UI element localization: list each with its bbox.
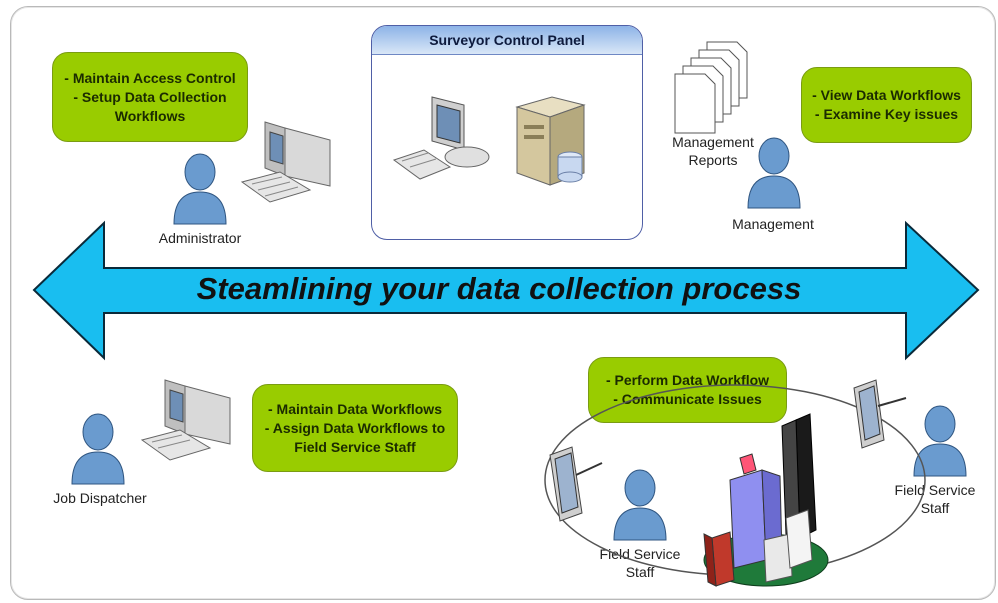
person-icon bbox=[747, 137, 801, 209]
panel-title: Surveyor Control Panel bbox=[372, 26, 642, 55]
callout-dispatcher: - Maintain Data Workflows - Assign Data … bbox=[252, 384, 458, 472]
callout-line: - Maintain Data Workflows bbox=[268, 400, 442, 417]
desktop-computer-icon bbox=[140, 379, 231, 461]
person-icon bbox=[613, 469, 667, 541]
label-management-reports: Management Reports bbox=[658, 133, 768, 169]
label-administrator: Administrator bbox=[158, 230, 242, 246]
callout-management: - View Data Workflows - Examine Key issu… bbox=[801, 67, 972, 143]
document-stack-icon bbox=[674, 41, 748, 134]
callout-line: Workflows bbox=[114, 107, 186, 124]
city-buildings-icon bbox=[703, 413, 829, 587]
callout-line: - Maintain Access Control bbox=[64, 69, 236, 86]
callout-line: - Assign Data Workflows to bbox=[264, 419, 446, 436]
callout-line: - Perform Data Workflow bbox=[605, 372, 770, 388]
callout-line: - Setup Data Collection bbox=[73, 88, 227, 105]
callout-line: Field Service Staff bbox=[294, 438, 416, 455]
callout-line: - Examine Key issues bbox=[814, 106, 959, 122]
label-management: Management bbox=[732, 216, 814, 232]
surveyor-control-panel: Surveyor Control Panel bbox=[371, 25, 643, 240]
callout-line: - View Data Workflows bbox=[812, 87, 961, 103]
person-icon bbox=[71, 413, 125, 485]
label-line: Reports bbox=[688, 152, 738, 168]
label-line: Staff bbox=[920, 500, 950, 516]
server-icon bbox=[515, 96, 586, 186]
person-icon bbox=[173, 153, 227, 225]
label-line: Staff bbox=[625, 564, 655, 580]
label-line: Management bbox=[672, 134, 754, 150]
label-job-dispatcher: Job Dispatcher bbox=[53, 490, 147, 506]
desktop-computer-icon bbox=[240, 121, 331, 203]
person-icon bbox=[913, 405, 967, 477]
label-line: Field Service bbox=[894, 482, 976, 498]
label-line: Field Service bbox=[599, 546, 681, 562]
banner-text: Steamlining your data collection process bbox=[196, 271, 802, 306]
label-field-service-right: Field Service Staff bbox=[880, 481, 990, 517]
desktop-computer-icon bbox=[392, 96, 490, 180]
callout-administrator: - Maintain Access Control - Setup Data C… bbox=[52, 52, 248, 142]
tablet-icon bbox=[549, 446, 603, 522]
label-field-service-left: Field Service Staff bbox=[585, 545, 695, 581]
tablet-icon bbox=[853, 379, 907, 449]
